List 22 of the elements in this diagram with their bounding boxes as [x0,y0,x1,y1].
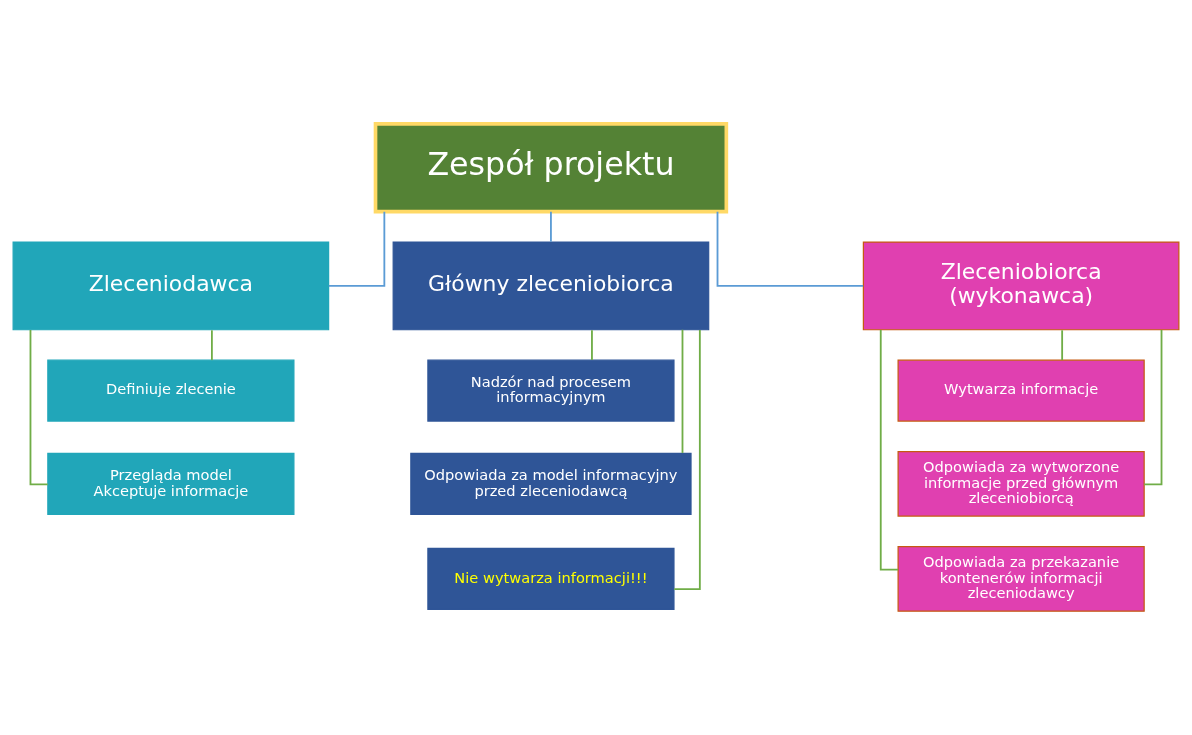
connector [210,329,213,362]
node-box: Zleceniobiorca (wykonawca) [862,241,1180,331]
connector [716,210,864,287]
node-box: Odpowiada za model informacyjny przed zleceniodawcą [410,452,692,515]
connector [681,328,684,454]
node-box: Przegląda model Akceptuje informacje [47,452,295,515]
node-box: Wytwarza informacje [897,359,1145,422]
node-box: Odpowiada za wytworzone informacje przed głównym zleceniobiorcą [897,450,1145,517]
connector [550,210,552,243]
node-box: Nie wytwarza informacji!!! [427,547,675,610]
node-box: Główny zleceniobiorca [392,241,710,331]
node-box: Definiuje zlecenie [47,359,295,422]
node-box: Odpowiada za przekazanie kontenerów informacji zleceniodawcy [897,545,1145,612]
node-box: Nadzór nad procesem informacyjnym [427,359,675,422]
connector [673,329,701,591]
connector [327,210,386,287]
node-box: Zespół projektu [373,122,729,214]
node-box: Zleceniodawca [12,241,330,331]
connector [591,329,593,362]
connector [1061,329,1064,362]
connector [1143,329,1163,486]
connector [29,329,49,486]
